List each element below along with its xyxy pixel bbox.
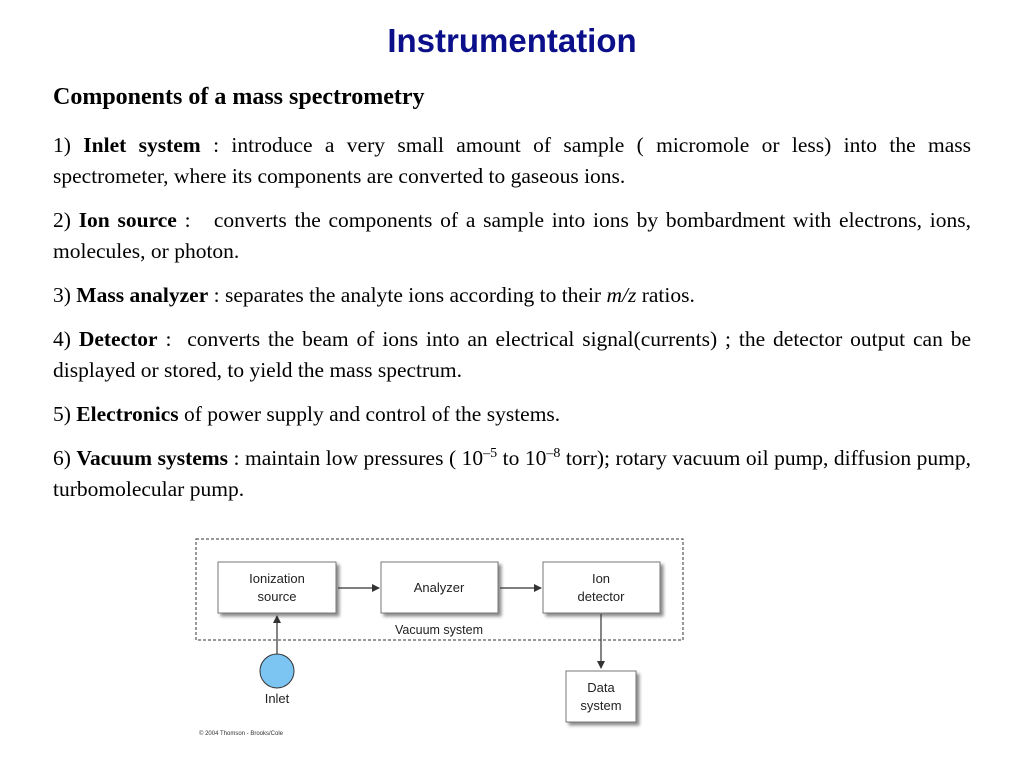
item-text: of power supply and control of the syste… [178, 402, 561, 426]
list-item-ion-source: 2) Ion source : converts the components … [53, 205, 971, 267]
item-number: 3) [53, 283, 71, 307]
item-text: to 10 [497, 446, 547, 470]
item-italic-mz: m/z [606, 283, 637, 307]
item-term: Vacuum systems [76, 446, 229, 470]
list-item-detector: 4) Detector : converts the beam of ions … [53, 324, 971, 386]
data-system-rect [565, 670, 637, 723]
item-text: : separates the analyte ions according t… [208, 283, 607, 307]
data-system-label-line2: system [580, 698, 621, 713]
list-item-mass-analyzer: 3) Mass analyzer : separates the analyte… [53, 280, 971, 311]
analyzer-label: Analyzer [414, 580, 465, 595]
list-item-electronics: 5) Electronics of power supply and contr… [53, 399, 971, 430]
item-number: 4) [53, 327, 71, 351]
item-term: Electronics [76, 402, 179, 426]
data-system-box: Data system [565, 670, 637, 723]
analyzer-rect [380, 561, 499, 614]
ion-detector-box: Ion detector [542, 561, 661, 614]
item-term: Detector [78, 327, 158, 351]
data-system-label-line1: Data [587, 680, 615, 695]
item-term: Inlet system [83, 133, 201, 157]
item-number: 1) [53, 133, 71, 157]
component-list: 1) Inlet system : introduce a very small… [53, 130, 971, 518]
ionization-source-rect [217, 561, 337, 614]
ionization-source-box: Ionization source [217, 561, 337, 614]
item-text: : introduce a very small amount of sampl… [53, 133, 971, 188]
item-text: : converts the components of a sample in… [53, 208, 977, 263]
vacuum-system-boundary [195, 538, 684, 641]
item-term: Ion source [78, 208, 177, 232]
item-text: : converts the beam of ions into an elec… [53, 327, 977, 382]
item-number: 2) [53, 208, 71, 232]
list-item-vacuum-systems: 6) Vacuum systems : maintain low pressur… [53, 443, 971, 505]
ionization-source-label-line2: source [257, 589, 296, 604]
item-text: torr); rotary vacuum oil pump, diffusion… [53, 446, 982, 501]
vacuum-system-label: Vacuum system [395, 623, 483, 637]
inlet-circle [259, 653, 295, 689]
superscript-exponent: –8 [546, 445, 561, 461]
item-number: 5) [53, 402, 71, 426]
item-number: 6) [53, 446, 71, 470]
copyright-credit: © 2004 Thomson - Brooks/Cole [199, 730, 284, 737]
section-subtitle: Components of a mass spectrometry [53, 84, 425, 110]
analyzer-box: Analyzer [380, 561, 499, 614]
item-term: Mass analyzer [76, 283, 209, 307]
superscript-exponent: –5 [483, 445, 498, 461]
ion-detector-label-line1: Ion [592, 571, 610, 586]
list-item-inlet-system: 1) Inlet system : introduce a very small… [53, 130, 971, 192]
ion-detector-rect [542, 561, 661, 614]
page-title: Instrumentation [387, 22, 637, 59]
inlet-label: Inlet [265, 691, 290, 706]
ionization-source-label-line1: Ionization [249, 571, 305, 586]
item-text-end: ratios. [636, 283, 695, 307]
item-text: : maintain low pressures ( 10 [228, 446, 484, 470]
ion-detector-label-line2: detector [578, 589, 626, 604]
